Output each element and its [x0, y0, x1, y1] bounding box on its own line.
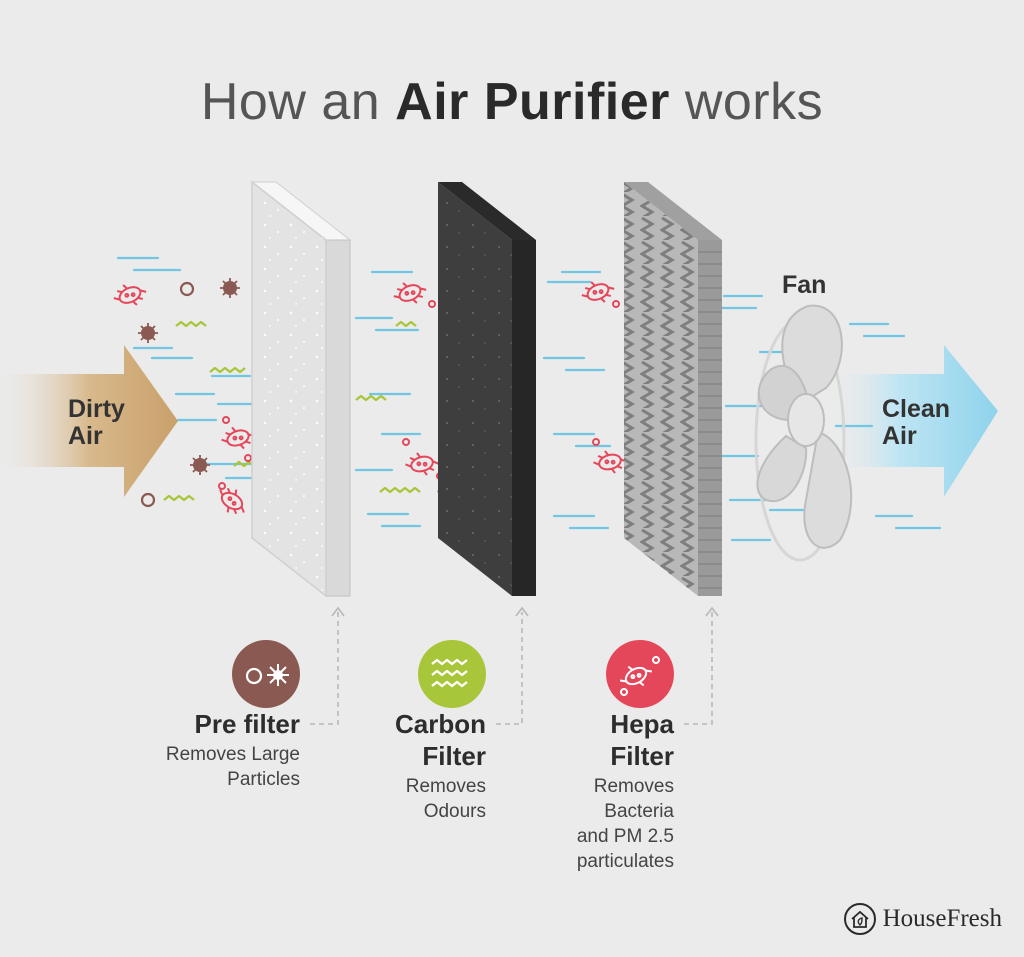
hepa-filter-description: Removes Bacteria and PM 2.5 particulates	[577, 774, 674, 874]
brand-name: HouseFresh	[882, 905, 1002, 932]
pre-filter-panel	[250, 180, 352, 598]
carbon-filter-description: Removes Odours	[406, 774, 486, 824]
title-suffix: works	[684, 73, 824, 131]
clean-air-arrow	[830, 345, 998, 497]
hepa-filter-title-line2: Filter	[610, 741, 674, 771]
hepa-filter-icon	[606, 640, 674, 708]
hepa-filter-desc-line2: Bacteria	[604, 801, 674, 822]
fan-label: Fan	[782, 271, 827, 299]
carbon-filter-title-line2: Filter	[422, 741, 486, 771]
filter-connectors	[310, 612, 713, 725]
pre-filter-title-line1: Pre filter	[194, 709, 301, 739]
carbon-filter-desc-line2: Odours	[423, 801, 486, 822]
hepa-filter-panel	[624, 182, 722, 596]
dirty-air-arrow	[0, 345, 178, 497]
carbon-filter-desc-line1: Removes	[405, 776, 486, 797]
carbon-filter-title-line1: Carbon	[395, 709, 486, 739]
carbon-filter-panel	[438, 182, 536, 596]
hepa-filter-desc-line4: particulates	[576, 851, 674, 872]
dirty-air-label: Dirty Air	[68, 396, 125, 450]
brand-mark: HouseFresh	[843, 902, 1002, 936]
hepa-filter-desc-line1: Removes	[593, 776, 674, 797]
hepa-filter-title: Hepa Filter	[610, 708, 674, 772]
hepa-filter-desc-line3: and PM 2.5	[576, 826, 674, 847]
pre-filter-desc-line2: Particles	[227, 769, 300, 790]
hepa-filter-title-line1: Hepa	[610, 709, 674, 739]
clean-air-line2: Air	[882, 422, 917, 450]
connector-arrowheads	[331, 606, 719, 617]
house-leaf-logo-icon	[843, 903, 876, 935]
dirty-air-line2: Air	[68, 422, 103, 450]
page-title: How an Air Purifier works	[0, 72, 1024, 132]
carbon-filter-title: Carbon Filter	[395, 708, 486, 772]
title-bold: Air Purifier	[395, 73, 670, 131]
dirty-air-line1: Dirty	[68, 395, 125, 423]
pre-filter-icon	[232, 640, 300, 708]
fan-illustration	[754, 304, 853, 562]
clean-air-line1: Clean	[882, 395, 951, 423]
pre-filter-description: Removes Large Particles	[166, 742, 300, 792]
pre-filter-title: Pre filter	[195, 708, 301, 740]
pre-filter-desc-line1: Removes Large	[165, 744, 300, 765]
carbon-filter-icon	[418, 640, 486, 708]
title-prefix: How an	[200, 73, 381, 131]
clean-air-label: Clean Air	[882, 396, 950, 450]
